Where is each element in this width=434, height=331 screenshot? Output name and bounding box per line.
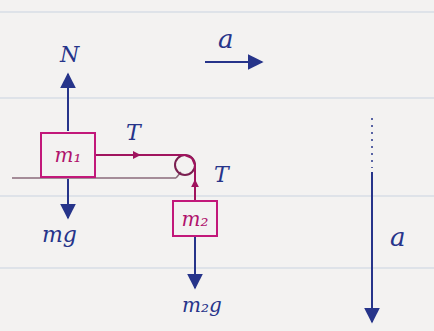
force-label: N — [60, 42, 79, 68]
acceleration-label: a — [390, 222, 406, 253]
mass-block: m₂ — [172, 200, 218, 237]
acceleration-arrow — [205, 61, 262, 63]
acceleration-arrow — [371, 172, 373, 322]
force-label: mg — [42, 222, 77, 248]
mass-label: m₁ — [55, 143, 82, 167]
ruled-lines — [0, 12, 434, 268]
force-label: m₂g — [182, 293, 222, 317]
weight-arrow — [194, 237, 196, 288]
weight-arrow — [67, 179, 69, 218]
normal-force-arrow — [67, 74, 69, 131]
acceleration-label: a — [218, 24, 234, 55]
tension-arrowhead — [195, 180, 196, 190]
mass-block: m₁ — [40, 132, 96, 178]
string — [96, 155, 195, 200]
force-label: T — [214, 162, 229, 188]
mass-label: m₂ — [182, 207, 209, 231]
dotted-guide — [371, 118, 373, 168]
force-label: T — [126, 120, 141, 146]
tension-arrowhead — [125, 155, 140, 156]
